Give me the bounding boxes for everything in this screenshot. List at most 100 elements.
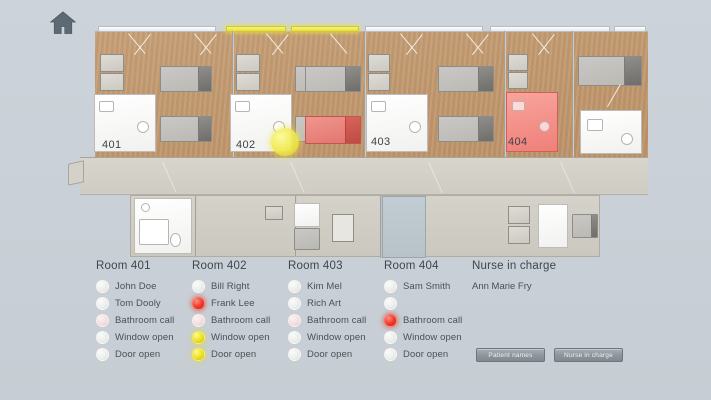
wardrobe xyxy=(236,73,260,91)
column-title: Room 403 xyxy=(288,260,343,272)
status-row[interactable]: Door open xyxy=(192,346,288,363)
bed xyxy=(578,56,642,86)
panel-button-row: Patient names Nurse in charge xyxy=(476,348,623,362)
status-dot[interactable] xyxy=(288,280,301,293)
cart xyxy=(332,214,354,242)
utility-bathroom xyxy=(134,198,192,254)
room-number-404: 404 xyxy=(508,136,528,148)
bathroom xyxy=(580,110,642,154)
status-row[interactable]: Rich Art xyxy=(288,295,384,312)
status-row[interactable]: Door open xyxy=(288,346,384,363)
status-dot[interactable] xyxy=(384,331,397,344)
partition-wall xyxy=(572,31,574,159)
status-row[interactable]: Window open xyxy=(96,329,192,346)
wardrobe xyxy=(368,54,390,72)
status-row[interactable]: Bathroom call xyxy=(192,312,288,329)
status-row[interactable] xyxy=(384,295,480,312)
status-row[interactable]: Bathroom call xyxy=(96,312,192,329)
status-row[interactable]: Bathroom call xyxy=(384,312,480,329)
status-dot[interactable] xyxy=(96,348,109,361)
wardrobe xyxy=(508,206,530,224)
status-dot-alert[interactable] xyxy=(384,314,397,327)
room-status-column-402: Room 402 Bill Right Frank Lee Bathroom c… xyxy=(192,260,288,363)
status-dot[interactable] xyxy=(192,280,205,293)
equipment xyxy=(572,214,598,238)
status-row[interactable]: Tom Dooly xyxy=(96,295,192,312)
status-label: Door open xyxy=(211,349,257,360)
wardrobe xyxy=(100,73,124,91)
window-bar xyxy=(365,26,483,32)
nurse-in-charge-column: Nurse in charge Ann Marie Fry xyxy=(472,260,652,292)
status-label: Bathroom call xyxy=(307,315,367,326)
plan-alert-bubble[interactable] xyxy=(271,128,299,156)
column-title: Room 404 xyxy=(384,260,439,272)
status-row[interactable]: Sam Smith xyxy=(384,278,480,295)
status-panel: Room 401 John Doe Tom Dooly Bathroom cal… xyxy=(96,260,656,378)
status-dot-warn[interactable] xyxy=(192,331,205,344)
status-dot[interactable] xyxy=(96,314,109,327)
status-label: Door open xyxy=(307,349,353,360)
nurse-desk xyxy=(538,204,568,248)
status-row[interactable]: Bill Right xyxy=(192,278,288,295)
status-row[interactable]: Kim Mel xyxy=(288,278,384,295)
status-label: Frank Lee xyxy=(211,298,255,309)
equipment-dark xyxy=(294,228,320,250)
status-row[interactable]: Bathroom call xyxy=(288,312,384,329)
wardrobe xyxy=(236,54,260,72)
bathroom xyxy=(366,94,428,152)
status-label: Door open xyxy=(403,349,449,360)
status-label: Bathroom call xyxy=(211,315,271,326)
window-bar-alert xyxy=(226,26,286,32)
room-number-403: 403 xyxy=(371,136,391,148)
stairwell xyxy=(382,196,426,258)
status-dot[interactable] xyxy=(96,297,109,310)
window-bar xyxy=(614,26,646,32)
status-row[interactable]: John Doe xyxy=(96,278,192,295)
status-dot[interactable] xyxy=(384,280,397,293)
status-row[interactable]: Window open xyxy=(384,329,480,346)
wardrobe xyxy=(100,54,124,72)
status-dot[interactable] xyxy=(288,297,301,310)
status-dot[interactable] xyxy=(288,314,301,327)
status-label: Kim Mel xyxy=(307,281,343,292)
status-dot-alert[interactable] xyxy=(192,297,205,310)
status-dot[interactable] xyxy=(384,297,397,310)
nurse-in-charge-button[interactable]: Nurse in charge xyxy=(554,348,623,362)
status-label: Window open xyxy=(307,332,366,343)
column-title: Room 402 xyxy=(192,260,247,272)
home-button[interactable] xyxy=(44,6,82,40)
bed xyxy=(438,66,494,92)
column-title: Room 401 xyxy=(96,260,151,272)
status-label: Window open xyxy=(115,332,174,343)
wardrobe xyxy=(508,54,528,71)
room-number-402: 402 xyxy=(236,139,256,151)
status-row[interactable]: Door open xyxy=(96,346,192,363)
status-label: Sam Smith xyxy=(403,281,451,292)
corridor xyxy=(80,157,648,195)
status-row[interactable]: Window open xyxy=(288,329,384,346)
partition-wall xyxy=(364,31,366,159)
status-label: John Doe xyxy=(115,281,157,292)
bed xyxy=(160,66,212,92)
bathroom-alert xyxy=(506,92,558,152)
status-row[interactable]: Window open xyxy=(192,329,288,346)
patient-names-button[interactable]: Patient names xyxy=(476,348,545,362)
service-room-band xyxy=(130,195,600,257)
status-dot[interactable] xyxy=(288,331,301,344)
window-bar-alert xyxy=(291,26,359,32)
bed xyxy=(160,116,212,142)
status-label: Door open xyxy=(115,349,161,360)
status-row[interactable]: Door open xyxy=(384,346,480,363)
nurse-name: Ann Marie Fry xyxy=(472,281,532,292)
status-dot[interactable] xyxy=(96,331,109,344)
floor-plan[interactable]: 401 402 403 404 xyxy=(68,26,648,258)
status-label: Bathroom call xyxy=(115,315,175,326)
status-dot[interactable] xyxy=(96,280,109,293)
status-dot[interactable] xyxy=(192,314,205,327)
status-dot[interactable] xyxy=(288,348,301,361)
room-status-column-403: Room 403 Kim Mel Rich Art Bathroom call … xyxy=(288,260,384,363)
status-label: Tom Dooly xyxy=(115,298,161,309)
status-dot-warn[interactable] xyxy=(192,348,205,361)
status-dot[interactable] xyxy=(384,348,397,361)
status-row[interactable]: Frank Lee xyxy=(192,295,288,312)
